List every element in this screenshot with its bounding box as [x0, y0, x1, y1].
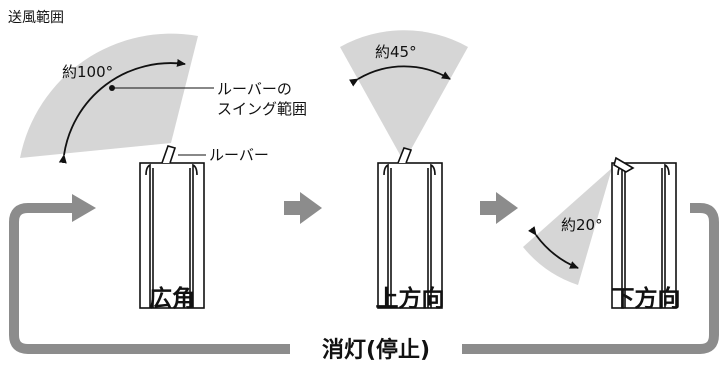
- angle-label-up: 約45°: [375, 43, 417, 61]
- fan-wide: [20, 33, 214, 164]
- mode-label-wide: 広角: [149, 285, 195, 312]
- swing-range-label-line2: スイング範囲: [217, 100, 307, 118]
- swing-range-label-line1: ルーバーの: [217, 80, 292, 98]
- cycle-loop: [9, 203, 719, 354]
- angle-label-down: 約20°: [561, 216, 603, 234]
- off-stop-label: 消灯(停止): [322, 337, 430, 363]
- loop-left-path: [9, 203, 290, 354]
- transition-arrow-1: [284, 192, 322, 224]
- fan-down: [523, 168, 612, 285]
- angle-label-wide: 約100°: [62, 63, 113, 81]
- transition-arrow-2: [480, 192, 518, 224]
- fan-up: [340, 30, 468, 163]
- unit-up: [377, 147, 443, 309]
- loop-arrowhead: [72, 194, 96, 222]
- mode-label-down: 下方向: [612, 285, 681, 312]
- mode-label-up: 上方向: [376, 285, 445, 312]
- louver-label: ルーバー: [209, 146, 269, 164]
- loop-right-path: [462, 203, 719, 354]
- unit-down: [611, 156, 677, 309]
- diagram-title: 送風範囲: [8, 9, 64, 26]
- unit-wide: [139, 145, 205, 309]
